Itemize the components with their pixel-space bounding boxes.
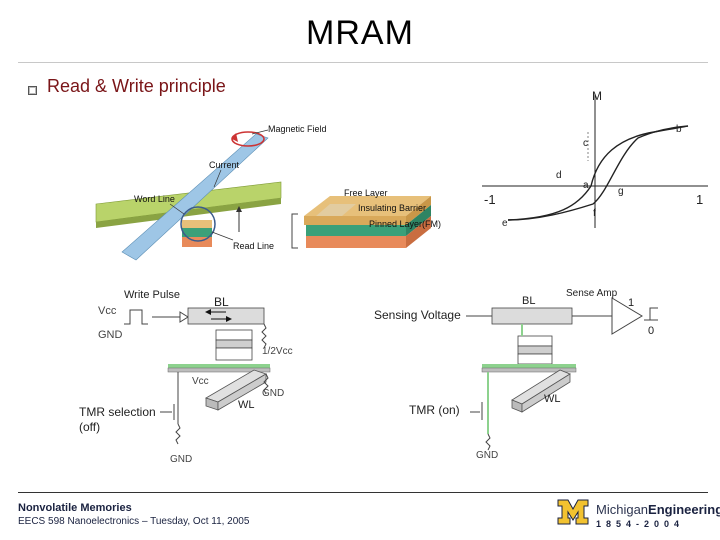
read-bl-label: BL <box>522 295 535 307</box>
read-line-label: Read Line <box>233 241 274 251</box>
brand-part-b: Engineering <box>648 502 720 517</box>
hysteresis-figure: M -1 1 a b c d e f g <box>482 89 708 229</box>
sense-amp-label: Sense Amp <box>566 288 618 299</box>
half-vcc-label: 1/2Vcc <box>262 346 293 357</box>
bullet-icon <box>28 86 37 95</box>
brand-years: 1854-2004 <box>596 519 685 529</box>
read-gnd-label: GND <box>476 450 498 460</box>
axis-m-label: M <box>592 89 602 103</box>
gnd-label: GND <box>98 329 123 341</box>
read-circuit-figure: BL Sense Amp 1 0 WL GND <box>466 288 658 460</box>
point-c: c <box>583 138 588 149</box>
footer-course-line: EECS 598 Nanoelectronics – Tuesday, Oct … <box>18 516 250 527</box>
point-d: d <box>556 170 562 181</box>
current-label: Current <box>209 160 240 170</box>
tmr-selection-label: TMR selection <box>79 405 156 419</box>
point-g: g <box>618 186 624 197</box>
point-f: f <box>593 208 596 219</box>
magnetic-field-label: Magnetic Field <box>268 124 327 134</box>
footer-course-title: Nonvolatile Memories <box>18 502 132 514</box>
output-one-label: 1 <box>628 297 634 309</box>
gnd-wl-label: GND <box>262 388 284 399</box>
vcc-wl-label: Vcc <box>192 376 209 387</box>
free-layer-label: Free Layer <box>344 188 388 198</box>
tmr-on-label: TMR (on) <box>409 403 460 417</box>
pinned-layer-label: Pinned Layer(FM) <box>369 219 441 229</box>
word-line-label: Word Line <box>134 194 175 204</box>
axis-right-tick: 1 <box>696 192 703 207</box>
write-circuit-figure: Write Pulse Vcc GND BL 1/2Vcc Vcc GND WL… <box>98 289 293 465</box>
sensing-voltage-label: Sensing Voltage <box>374 308 461 322</box>
gnd-bottom-label: GND <box>170 454 192 465</box>
footer-divider <box>18 492 708 493</box>
mram-cell-figure: Magnetic Field Current Word Line Free La… <box>86 112 454 264</box>
title-divider <box>18 62 708 63</box>
insulating-barrier-label: Insulating Barrier <box>358 203 426 213</box>
write-pulse-label: Write Pulse <box>124 289 180 301</box>
brand-part-a: Michigan <box>596 502 649 517</box>
block-m-logo-icon <box>557 499 589 525</box>
read-wl-label: WL <box>544 393 561 405</box>
brand-wordmark: MichiganEngineering <box>596 502 720 517</box>
vcc-label: Vcc <box>98 305 117 317</box>
point-b: b <box>676 124 682 135</box>
axis-left-tick: -1 <box>484 192 496 207</box>
bullet-text: Read & Write principle <box>47 76 226 96</box>
output-zero-label: 0 <box>648 325 654 337</box>
slide-title: MRAM <box>306 14 414 52</box>
point-e: e <box>502 218 508 229</box>
bl-label: BL <box>214 295 229 309</box>
wl-label: WL <box>238 399 255 411</box>
tmr-off-label: (off) <box>79 420 101 434</box>
point-a: a <box>583 180 589 191</box>
